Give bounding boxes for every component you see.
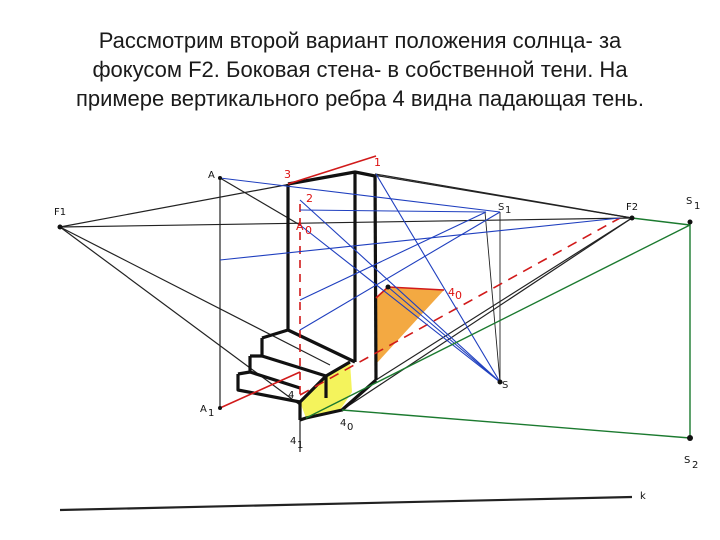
label-2: 2 [306, 192, 313, 205]
label-s-small: S [498, 202, 504, 213]
label-4-1: 4 [290, 436, 296, 447]
label-1: 1 [374, 156, 381, 169]
label-f1: F1 [54, 207, 66, 218]
label-a-bottom: A [200, 404, 207, 415]
label-a-top: A [208, 170, 215, 181]
cast-shadow-area [376, 287, 444, 364]
label-a-sub: 1 [208, 408, 214, 419]
label-4-0-sub: 0 [347, 422, 353, 433]
building [236, 170, 378, 422]
label-a0: A [296, 220, 304, 233]
label-s1: S [686, 196, 692, 207]
label-4-1-sub: 1 [297, 440, 303, 451]
points [57, 176, 693, 441]
label-3: 3 [284, 168, 291, 181]
label-s-small-sub: 1 [505, 205, 511, 216]
construction-lines [59, 171, 633, 512]
label-s2-sub: 2 [692, 460, 698, 471]
label-s-bottom: S [502, 380, 508, 391]
label-4-0-top-sub: 0 [455, 289, 462, 302]
label-f2: F2 [626, 202, 638, 213]
label-4: 4 [288, 390, 294, 401]
sun-rays [219, 173, 621, 383]
label-4-0: 4 [340, 418, 346, 429]
title-line-3: примере вертикального ребра 4 видна пада… [75, 86, 645, 111]
label-k: k [640, 491, 646, 502]
title-line-2: фокусом F2. Боковая стена- в собственной… [92, 57, 628, 82]
label-s1-sub: 1 [694, 201, 700, 212]
label-s2: S [684, 455, 690, 466]
label-a0-sub: 0 [305, 224, 312, 237]
label-4-0-top: 4 [448, 286, 455, 299]
slide-title: Рассмотрим второй вариант положения солн… [20, 26, 700, 113]
shadow-lines [219, 155, 621, 409]
title-line-1: Рассмотрим второй вариант положения солн… [98, 28, 622, 53]
ground-rays [305, 217, 691, 439]
